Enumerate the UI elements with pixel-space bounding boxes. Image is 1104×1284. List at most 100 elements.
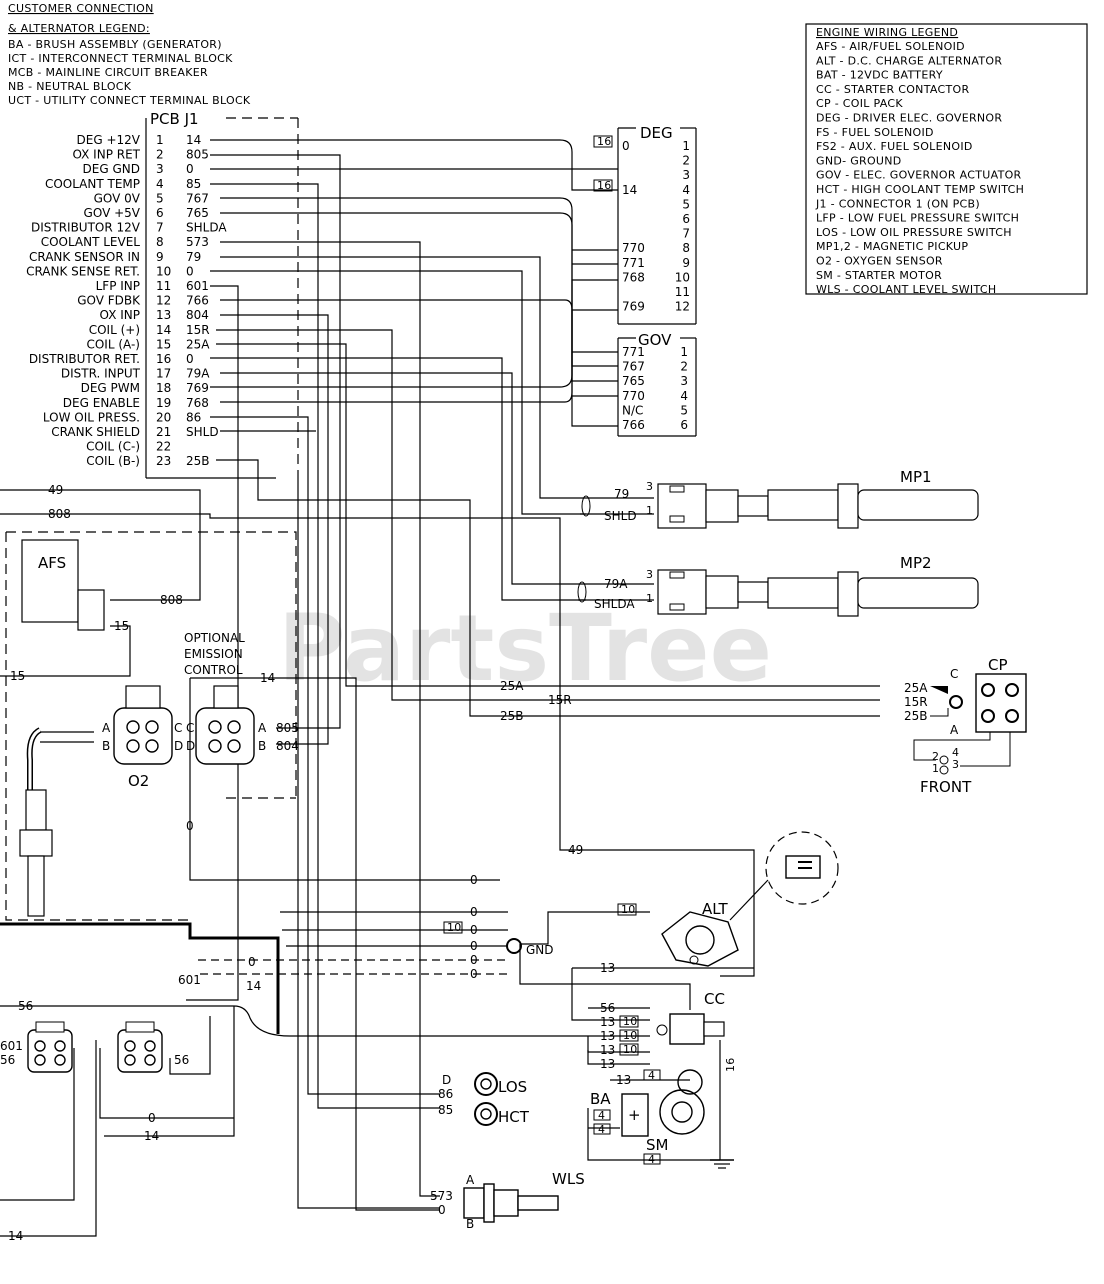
pcb-pin-name: CRANK SENSE RET. <box>26 264 140 278</box>
pcb-pin-number: 2 <box>156 148 164 162</box>
pin-label: C <box>186 721 194 735</box>
legend-item: ICT - INTERCONNECT TERMINAL BLOCK <box>8 52 233 65</box>
pcb-pin-number: 12 <box>156 294 171 308</box>
pin-label: A <box>950 723 959 737</box>
pcb-pin-number: 20 <box>156 410 171 424</box>
legend-item: SM - STARTER MOTOR <box>816 269 942 282</box>
emission-control-connector: C D A B 805 804 14 0 <box>186 671 299 833</box>
wire-tag: 10 <box>447 921 462 934</box>
legend-item: NB - NEUTRAL BLOCK <box>8 80 132 93</box>
wire-label: 25A <box>904 681 928 695</box>
pcb-pin-number: 8 <box>156 235 164 249</box>
deg-pin-number: 6 <box>682 212 690 226</box>
pcb-pin-wire: 765 <box>186 206 209 220</box>
pcb-pin-name: OX INP RET <box>72 148 140 162</box>
wire-label: 0 <box>248 955 256 969</box>
deg-pin-wire: 14 <box>622 183 637 197</box>
pcb-pin-number: 15 <box>156 337 171 351</box>
pcb-pin-wire: 601 <box>186 279 209 293</box>
pcb-pin-wire: 768 <box>186 396 209 410</box>
mp2-sensor: MP2 79A SHLDA 3 1 <box>577 554 979 617</box>
pcb-pin-wire: 79 <box>186 250 201 264</box>
pcb-pin-number: 3 <box>156 162 164 176</box>
customer-legend-title: CUSTOMER CONNECTION <box>8 2 154 15</box>
pcb-pin-wire: 15R <box>186 323 210 337</box>
wire-label: 13 <box>600 1057 615 1071</box>
optional-label: CONTROL <box>184 663 243 677</box>
gov-pin-wire: N/C <box>622 403 643 417</box>
pcb-pin-wire: 25A <box>186 337 210 351</box>
deg-pin-wire: 769 <box>622 300 645 314</box>
afs-solenoid: AFS 808 15 <box>21 539 183 633</box>
pcb-pin-number: 23 <box>156 454 171 468</box>
wire-label: 56 <box>174 1053 189 1067</box>
pcb-pin-name: CRANK SHIELD <box>51 425 140 439</box>
pcb-pin-name: LFP INP <box>96 279 140 293</box>
wire-tag: 4 <box>648 1069 655 1082</box>
pcb-pin-name: COIL (+) <box>89 323 140 337</box>
pcb-pin-name: COOLANT TEMP <box>45 177 140 191</box>
o2-label: O2 <box>128 772 149 790</box>
engine-legend-box <box>805 23 1088 295</box>
pcb-pin-wire: 805 <box>186 148 209 162</box>
optional-label: OPTIONAL <box>184 631 245 645</box>
o2-connector: O2 A B C D <box>102 685 183 790</box>
legend-item: UCT - UTILITY CONNECT TERMINAL BLOCK <box>8 94 251 107</box>
pcb-pin-name: DISTRIBUTOR 12V <box>31 221 141 235</box>
pcb-pin-number: 17 <box>156 367 171 381</box>
pcb-pin-wire: 0 <box>186 264 194 278</box>
pcb-pin-name: COIL (C-) <box>86 440 140 454</box>
afs-label: AFS <box>38 554 66 572</box>
harness-wires <box>0 139 880 1237</box>
pcb-pin-number: 21 <box>156 425 171 439</box>
pcb-pin-name: GOV +5V <box>84 206 141 220</box>
pcb-pin-wire: 79A <box>186 367 210 381</box>
deg-pin-number: 12 <box>675 300 690 314</box>
wire-label: 14 <box>246 979 261 993</box>
coil-pack: CP C A 25A 15R 25B 2 1 4 3 FRONT <box>904 656 1027 796</box>
customer-legend-subtitle: & ALTERNATOR LEGEND: <box>8 22 150 35</box>
pcb-pin-wire: 14 <box>186 133 201 147</box>
pin-label: 4 <box>952 746 959 759</box>
wire-label: 0 <box>470 953 478 967</box>
optional-label: EMISSION <box>184 647 243 661</box>
pcb-pin-name: DISTR. INPUT <box>61 367 141 381</box>
wire-tag: 10 <box>621 903 636 916</box>
deg-pin-number: 10 <box>675 270 690 284</box>
pcb-pin-name: OX INP <box>100 308 140 322</box>
deg-pin-number: 3 <box>682 168 690 182</box>
pcb-pin-name: GOV 0V <box>94 191 141 205</box>
pcb-pin-number: 10 <box>156 264 171 278</box>
wire-label: 804 <box>276 739 299 753</box>
pcb-pin-name: CRANK SENSOR IN <box>29 250 140 264</box>
pcb-pin-name: COOLANT LEVEL <box>41 235 141 249</box>
wire-label: 25B <box>500 709 524 723</box>
deg-pin-number: 5 <box>682 197 690 211</box>
pin-label: 1 <box>932 762 939 775</box>
wire-tag: 10 <box>623 1043 638 1056</box>
wire-label: SHLDA <box>594 597 635 611</box>
starter-contactor: CC 56 13 13 13 13 13 10 10 10 16 <box>600 961 737 1072</box>
wire-label: 0 <box>470 873 478 887</box>
gov-title: GOV <box>638 331 672 349</box>
pin-label: B <box>102 739 110 753</box>
legend-item: LOS - LOW OIL PRESSURE SWITCH <box>816 226 1012 239</box>
pin-label: D <box>174 739 183 753</box>
wire-label: 86 <box>438 1087 453 1101</box>
pcb-pin-wire: SHLDA <box>186 221 227 235</box>
pcb-pin-wire: 25B <box>186 454 210 468</box>
legend-item: J1 - CONNECTOR 1 (ON PCB) <box>815 197 980 210</box>
pcb-pin-wire: 0 <box>186 162 194 176</box>
pcb-pin-number: 16 <box>156 352 171 366</box>
legend-item: FS2 - AUX. FUEL SOLENOID <box>816 140 973 153</box>
engine-legend-title: ENGINE WIRING LEGEND <box>816 26 958 39</box>
gov-pin-wire: 770 <box>622 389 645 403</box>
los-switch: LOS D <box>442 1072 527 1096</box>
deg-pin-wire: 768 <box>622 270 645 284</box>
pcb-pin-number: 11 <box>156 279 171 293</box>
legend-item: AFS - AIR/FUEL SOLENOID <box>816 40 965 53</box>
wire-tag: 4 <box>598 1123 605 1136</box>
